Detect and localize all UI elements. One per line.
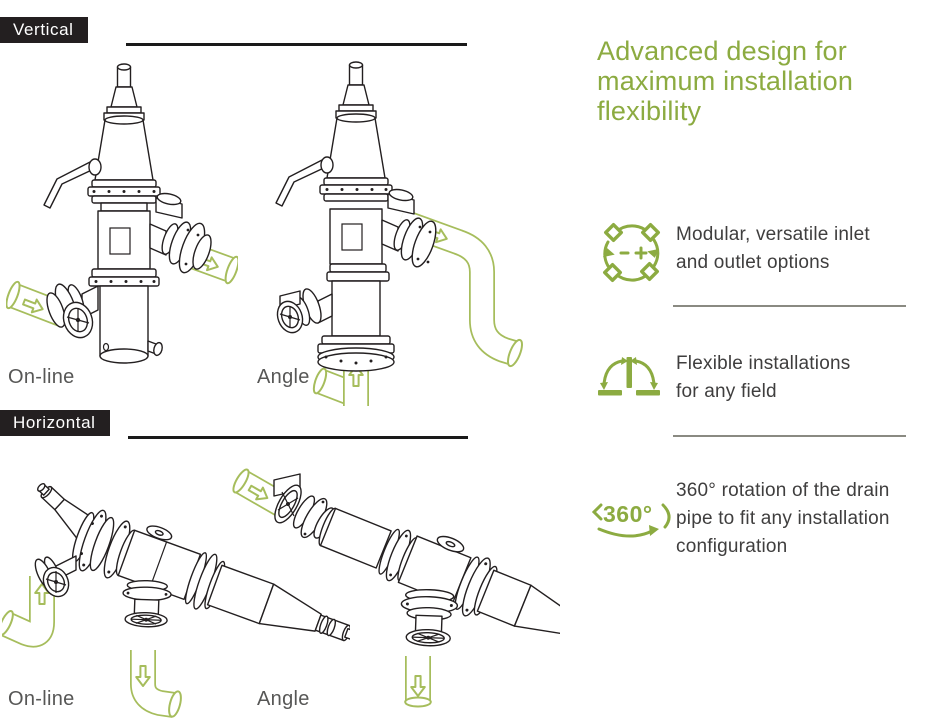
vertical-section-rule [126, 43, 467, 46]
vertical-angle-drawing [275, 61, 523, 406]
inlet-branch [34, 555, 77, 598]
feature-text-flexible: Flexible installations for any field [676, 353, 851, 402]
vertical-online-label: On-line [8, 366, 75, 388]
vertical-online-drawing [6, 63, 238, 364]
horizontal-online-drawing [2, 482, 350, 718]
page-title: Advanced design for maximum installation… [597, 36, 854, 126]
drain-branch [400, 588, 459, 647]
vertical-section-header: Vertical [0, 17, 468, 47]
vertical-section-title-label: Vertical [13, 20, 74, 39]
valve-body [71, 509, 350, 642]
horizontal-section-header: Horizontal [0, 410, 468, 440]
rotation-360-icon-label: 360° [603, 501, 653, 527]
horizontal-online-label: On-line [8, 688, 75, 710]
feature-divider [673, 305, 906, 307]
inlet-pipe [232, 468, 289, 517]
outlet-pipe [130, 650, 182, 718]
valve-body [43, 63, 212, 364]
drain-branch [122, 579, 172, 628]
horizontal-section-rule [128, 436, 468, 439]
modular-icon [596, 220, 666, 289]
horizontal-angle-drawing [232, 468, 560, 708]
handwheel [405, 628, 451, 647]
feature-text-360: 360° rotation of the drain pipe to fit a… [676, 480, 890, 557]
outlet-pipe [404, 656, 432, 708]
valve-body [275, 61, 437, 372]
feature-text-modular: Modular, versatile inlet and outlet opti… [676, 224, 870, 273]
horizontal-section-title-label: Horizontal [13, 413, 96, 432]
swing-rotation-icon [594, 352, 664, 409]
rotation-360-icon: 360° [592, 492, 674, 544]
horizontal-section-title: Horizontal [0, 410, 110, 436]
valve-body [318, 507, 560, 647]
handwheel [276, 300, 304, 334]
handwheel [42, 566, 70, 598]
horizontal-angle-label: Angle [257, 688, 310, 710]
vertical-section-title: Vertical [0, 17, 88, 43]
inlet-pipe [2, 576, 55, 648]
vertical-angle-label: Angle [257, 366, 310, 388]
handwheel [274, 484, 302, 524]
outlet-pipe [395, 208, 523, 368]
feature-divider [673, 435, 906, 437]
handwheel [62, 301, 94, 339]
